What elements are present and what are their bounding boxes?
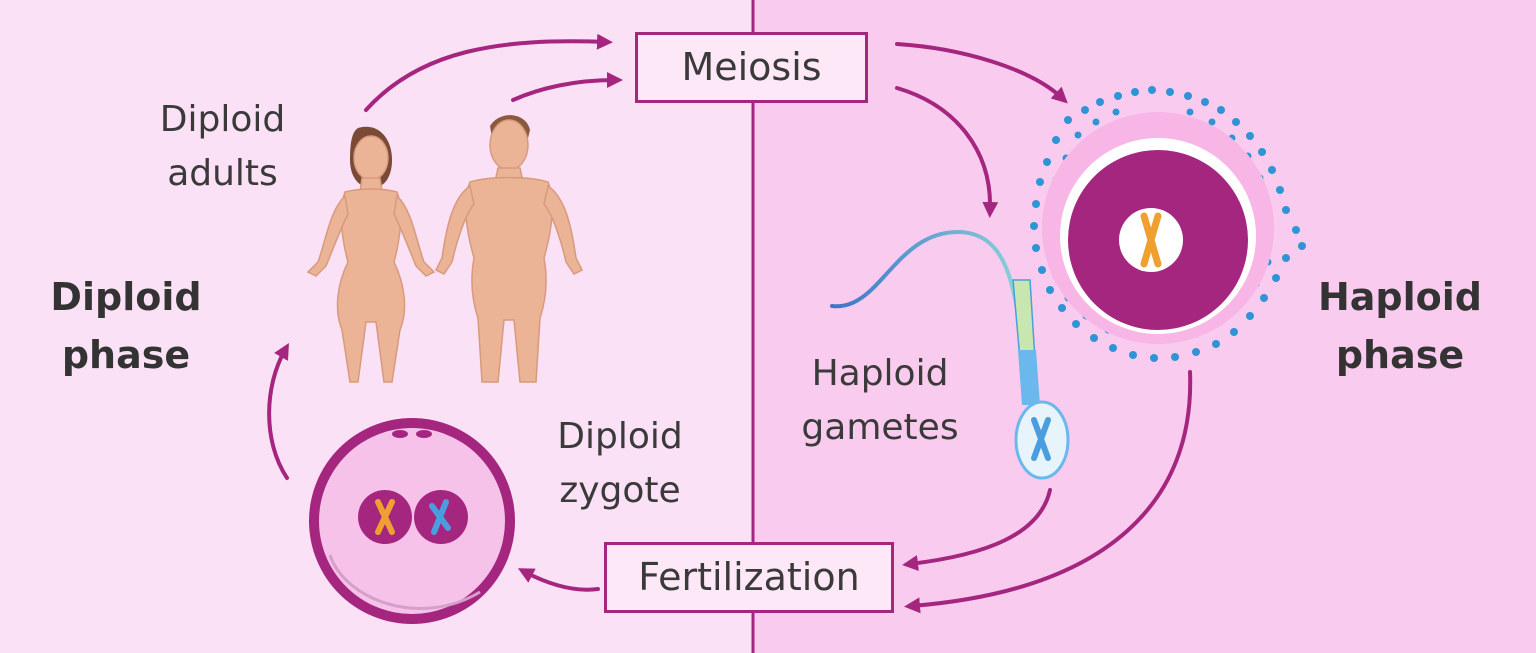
arrow-meiosis-to-sperm	[895, 86, 999, 218]
diploid-zygote-cell	[309, 418, 515, 624]
arrow-adults-to-meiosis-2	[511, 72, 623, 102]
arrow-fertilization-to-zygote	[517, 568, 600, 592]
arrow-egg-to-fertilization	[904, 370, 1193, 614]
arrow-meiosis-to-egg	[895, 42, 1068, 104]
haploid-gametes-label: Haploid gametes	[801, 353, 959, 448]
diploid-adults-label: Diploid adults	[159, 99, 286, 194]
arrow-zygote-to-adults	[267, 343, 289, 480]
haploid-egg-cell	[1030, 86, 1306, 362]
female-figure	[306, 126, 436, 383]
haploid-sperm-cell	[830, 229, 1070, 480]
diploid-phase-label: Diploid phase	[50, 275, 202, 377]
diploid-zygote-label: Diploid zygote	[557, 416, 683, 511]
male-figure	[434, 115, 584, 383]
fertilization-stage-box: Fertilization	[604, 542, 894, 613]
meiosis-stage-box: Meiosis	[635, 32, 868, 103]
arrow-sperm-to-fertilization	[902, 488, 1052, 571]
cycle-arrows	[267, 33, 1193, 614]
haploid-phase-label: Haploid phase	[1317, 275, 1482, 377]
arrow-adults-to-meiosis-1	[364, 33, 613, 112]
